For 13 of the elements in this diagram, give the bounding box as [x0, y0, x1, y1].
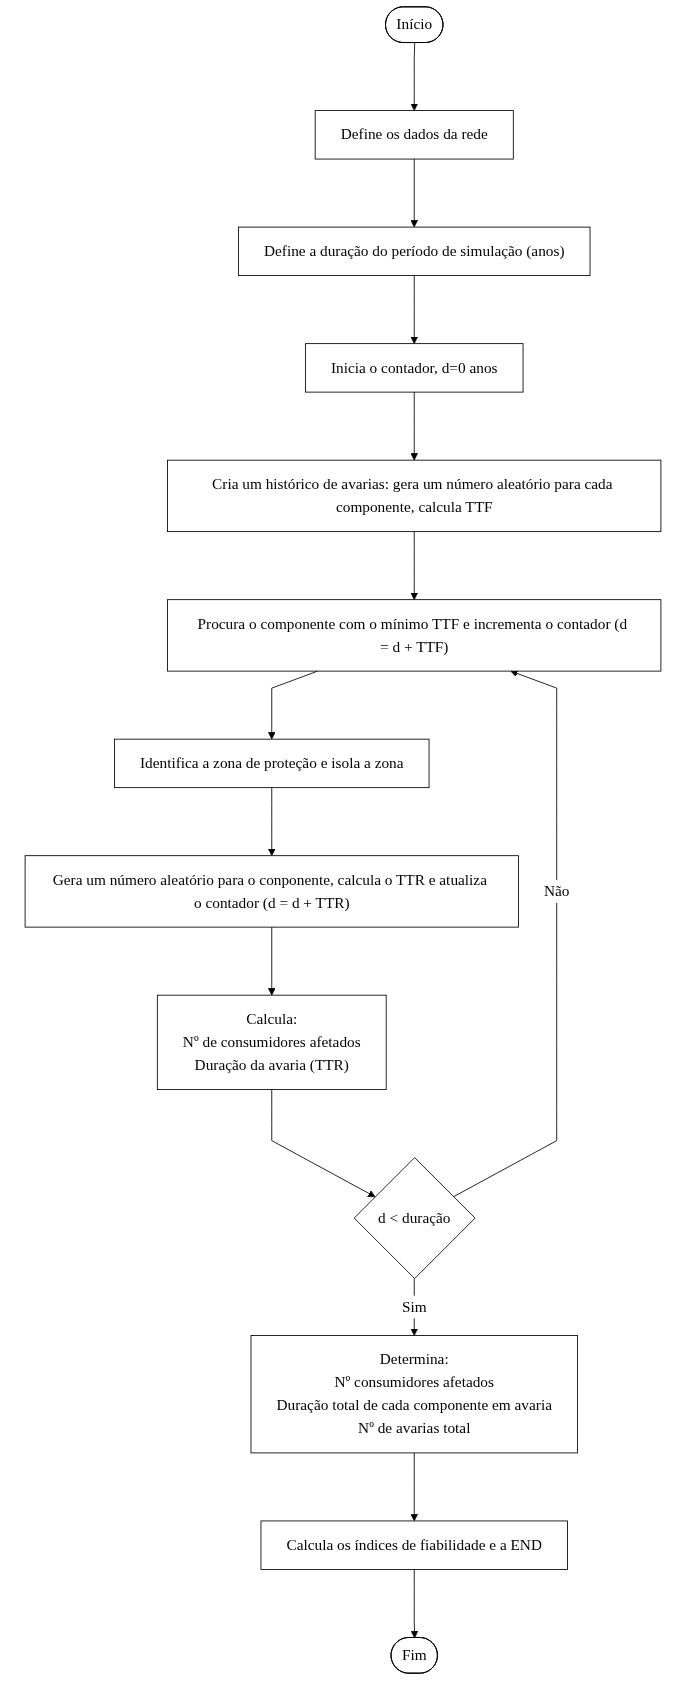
node-box: Cria um histórico de avarias: gera um número aleatório para cada componente, calcula TTF — [167, 459, 662, 533]
edge-label: Sim — [401, 1298, 427, 1316]
node-diamond: d < duração — [353, 1157, 476, 1279]
node-box: Inicia o contador, d=0 anos — [305, 343, 524, 393]
node-box: Gera um número aleatório para o conponente, calcula o TTR e atualiza o contador (d = d + TTR) — [24, 855, 519, 928]
node-box: Determina: Nº consumidores afetados Duração total de cada componente em avaria Nº de avarias total — [250, 1335, 578, 1454]
node-box: Identifica a zona de proteção e isola a zona — [114, 738, 430, 789]
node-box: Define os dados da rede — [314, 110, 514, 160]
node-box: Calcula os índices de fiabilidade e a END — [260, 1520, 568, 1570]
node-box: Procura o componente com o mínimo TTF e incrementa o contador (d = d + TTF) — [167, 599, 662, 672]
node-box: Calcula: Nº de consumidores afetados Duração da avaria (TTR) — [156, 994, 387, 1090]
node-box: Define a duração do período de simulação (anos) — [238, 226, 591, 276]
edge-label: Não — [543, 882, 570, 900]
